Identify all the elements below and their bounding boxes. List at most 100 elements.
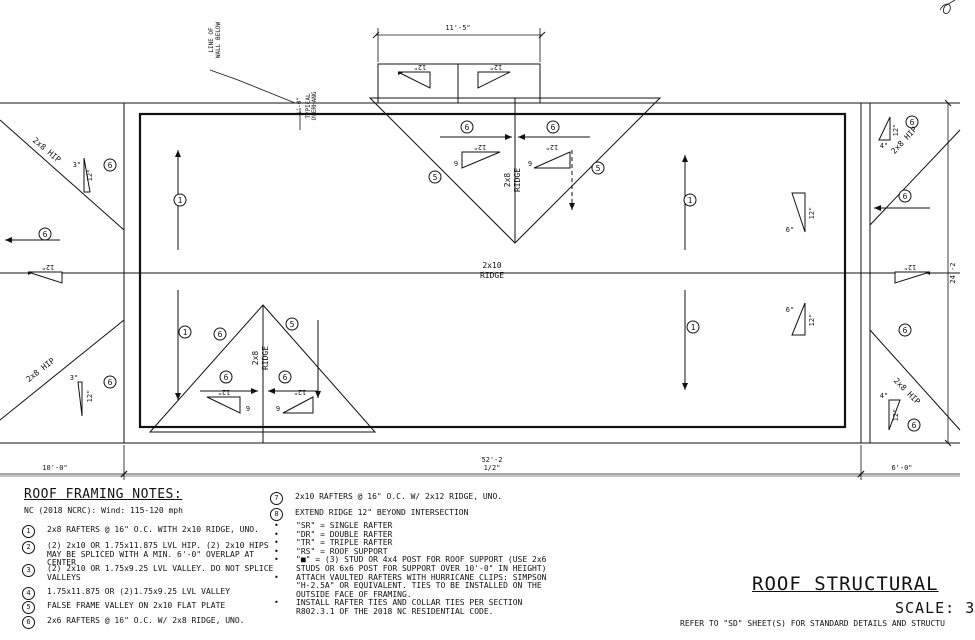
svg-text:6: 6: [108, 378, 113, 387]
svg-text:5: 5: [433, 173, 438, 182]
svg-text:6: 6: [551, 123, 556, 132]
note-4: 4 1.75x11.875 OR (2)1.75x9.25 LVL VALLEY: [22, 587, 277, 600]
note-number: 5: [22, 601, 35, 614]
bullet-item: •"TR" = TRIPLE RAFTER: [274, 538, 393, 548]
notes-title: ROOF FRAMING NOTES:: [24, 487, 183, 502]
bullet-item: •"■" = (3) STUD OR 4x4 POST FOR ROOF SUP…: [274, 555, 547, 573]
svg-text:6: 6: [43, 230, 48, 239]
svg-text:6: 6: [108, 161, 113, 170]
svg-text:6: 6: [283, 373, 288, 382]
rafter-arrows: [4, 134, 930, 400]
svg-text:12": 12": [218, 388, 231, 396]
svg-text:OVERHANG: OVERHANG: [311, 91, 318, 120]
svg-text:1: 1: [178, 196, 183, 205]
svg-text:9: 9: [528, 160, 532, 168]
svg-text:6: 6: [465, 123, 470, 132]
upper-gable: [368, 97, 662, 244]
svg-text:12": 12": [546, 143, 559, 151]
note-text: 2x6 RAFTERS @ 16" O.C. W/ 2x8 RIDGE, UNO…: [47, 616, 245, 625]
svg-text:1: 1: [691, 323, 696, 332]
note-number: 6: [22, 616, 35, 629]
svg-text:5: 5: [596, 164, 601, 173]
note-5: 5 FALSE FRAME VALLEY ON 2x10 FLAT PLATE: [22, 601, 277, 614]
dimension-labels: 11'-5" 52'-2 1/2" 10'-0" 6'-0" 24'-2: [42, 24, 957, 472]
annotation-labels: LINE OF WALL BELOW 1'-0" TYPICAL OVERHAN…: [208, 22, 318, 121]
note-6: 6 2x6 RAFTERS @ 16" O.C. W/ 2x8 RIDGE, U…: [22, 616, 277, 629]
svg-text:6'-0": 6'-0": [891, 464, 912, 472]
svg-text:9: 9: [276, 405, 280, 413]
note-number: 4: [22, 587, 35, 600]
pitch-wedges: [28, 72, 930, 275]
note-number: 2: [22, 541, 35, 554]
note-text: (2) 2x10 OR 1.75x9.25 LVL VALLEY. DO NOT…: [47, 564, 274, 582]
bullet-item: •"RS" = ROOF SUPPORT: [274, 546, 388, 556]
svg-text:1: 1: [688, 196, 693, 205]
notes-bullet-list: •"SR" = SINGLE RAFTER •"DR" = DOUBLE RAF…: [274, 521, 564, 617]
svg-text:2x8 HIP: 2x8 HIP: [24, 356, 56, 384]
note-1: 1 2x8 RAFTERS @ 16" O.C. WITH 2x10 RIDGE…: [22, 525, 277, 538]
svg-text:RIDGE: RIDGE: [261, 346, 270, 370]
svg-text:12": 12": [294, 388, 307, 396]
svg-text:12": 12": [904, 263, 917, 271]
sheet-title: ROOF STRUCTURAL: [752, 573, 939, 595]
svg-text:12": 12": [42, 263, 55, 271]
svg-text:4": 4": [880, 392, 888, 400]
svg-text:TYPICAL: TYPICAL: [305, 93, 312, 119]
svg-text:12": 12": [892, 409, 900, 422]
svg-text:6: 6: [903, 192, 908, 201]
wall-below: [138, 112, 847, 429]
code-reference: NC (2018 NCRC): Wind: 115-120 mph: [24, 506, 183, 515]
note-2: 2 (2) 2x10 OR 1.75x11.875 LVL HIP. (2) 2…: [22, 541, 277, 568]
left-hip-wing: [0, 119, 125, 421]
callout-circles: [38, 115, 921, 432]
svg-text:24'-2: 24'-2: [949, 262, 957, 283]
note-number: 3: [22, 564, 35, 577]
svg-text:4": 4": [880, 142, 888, 150]
svg-text:LINE OF: LINE OF: [208, 27, 215, 53]
note-text: 2x8 RAFTERS @ 16" O.C. WITH 2x10 RIDGE, …: [47, 525, 259, 534]
svg-text:WALL BELOW: WALL BELOW: [215, 22, 222, 59]
svg-text:6: 6: [910, 118, 915, 127]
right-hip-wing: [869, 129, 961, 431]
callout-numbers: 1 1 1 1 6 6 5 5 6 5 6 6 6 6 6 6 6 6 6: [43, 118, 917, 430]
svg-text:RIDGE: RIDGE: [513, 168, 522, 192]
note-7: 7 2x10 RAFTERS @ 16" O.C. W/ 2x12 RIDGE,…: [270, 492, 560, 505]
svg-text:9: 9: [454, 160, 458, 168]
svg-text:1'-0": 1'-0": [296, 97, 303, 115]
pitch-triangles: [27, 71, 931, 431]
pitch-labels: 12" 12" 12" 12" 12" 12" 12" 12" 12" 12" …: [42, 63, 917, 421]
top-projection: [377, 63, 541, 104]
svg-text:1: 1: [183, 328, 188, 337]
note-8: 8 EXTEND RIDGE 12" BEYOND INTERSECTION: [270, 508, 560, 521]
scale-label: SCALE: 3: [895, 599, 975, 617]
svg-text:6": 6": [786, 226, 794, 234]
svg-text:11'-5": 11'-5": [445, 24, 470, 32]
roof-outline: [0, 102, 960, 444]
dimension-lines: [0, 28, 960, 480]
note-number: 8: [270, 508, 283, 521]
svg-text:12": 12": [808, 207, 816, 220]
svg-text:3": 3": [73, 161, 81, 169]
svg-text:6: 6: [912, 421, 917, 430]
note-text: 1.75x11.875 OR (2)1.75x9.25 LVL VALLEY: [47, 587, 231, 596]
note-text: 2x10 RAFTERS @ 16" O.C. W/ 2x12 RIDGE, U…: [295, 492, 503, 501]
svg-text:2x8: 2x8: [503, 173, 512, 188]
svg-text:12": 12": [414, 63, 427, 71]
svg-text:12": 12": [808, 314, 816, 327]
bullet-item: •ATTACH VAULTED RAFTERS WITH HURRICANE C…: [274, 572, 547, 599]
svg-text:6: 6: [218, 330, 223, 339]
svg-text:12": 12": [474, 143, 487, 151]
bullet-item: •"DR" = DOUBLE RAFTER: [274, 529, 393, 539]
note-text: FALSE FRAME VALLEY ON 2x10 FLAT PLATE: [47, 601, 226, 610]
svg-text:5: 5: [290, 320, 295, 329]
svg-text:6: 6: [903, 326, 908, 335]
framing-labels: 2x10 RIDGE 2x8 RIDGE 2x8 RIDGE 2x8 HIP 2…: [24, 125, 922, 407]
svg-text:12": 12": [490, 63, 503, 71]
note-number: 7: [270, 492, 283, 505]
bullet-item: •"SR" = SINGLE RAFTER: [274, 521, 393, 530]
bullet-item: •INSTALL RAFTER TIES AND COLLAR TIES PER…: [274, 598, 523, 616]
svg-text:10'-0": 10'-0": [42, 464, 67, 472]
svg-text:12": 12": [86, 390, 94, 403]
note-text: EXTEND RIDGE 12" BEYOND INTERSECTION: [295, 508, 469, 517]
